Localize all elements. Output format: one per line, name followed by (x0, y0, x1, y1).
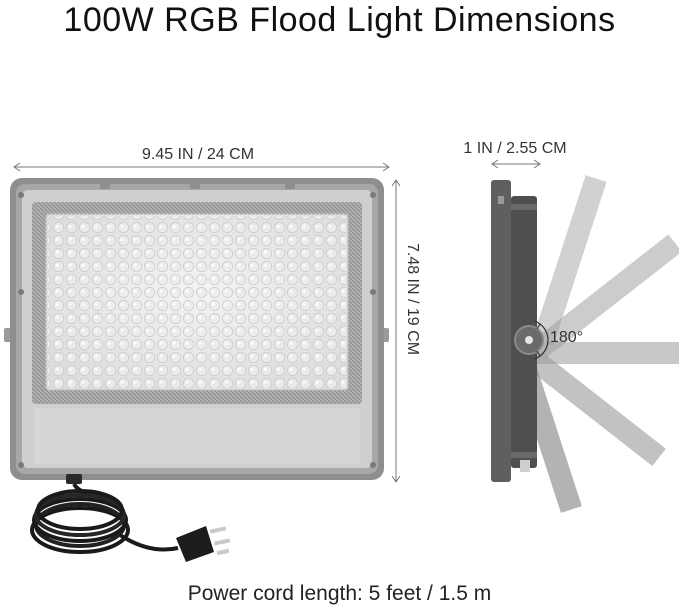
power-cord (30, 482, 179, 554)
height-label: 7.48 IN / 19 CM (404, 242, 421, 356)
flood-light-front-view (4, 178, 389, 484)
plug-icon (176, 526, 231, 562)
width-dimension-line (13, 162, 390, 172)
page-title: 100W RGB Flood Light Dimensions (63, 1, 616, 39)
flood-light-side-view (491, 175, 679, 513)
height-dimension-line (391, 179, 401, 483)
depth-dimension-line (491, 159, 541, 169)
power-cord-caption: Power cord length: 5 feet / 1.5 m (187, 582, 492, 605)
depth-label: 1 IN / 2.55 CM (463, 140, 567, 157)
width-label: 9.45 IN / 24 CM (141, 146, 255, 163)
rotation-angle-label: 180° (550, 329, 584, 346)
